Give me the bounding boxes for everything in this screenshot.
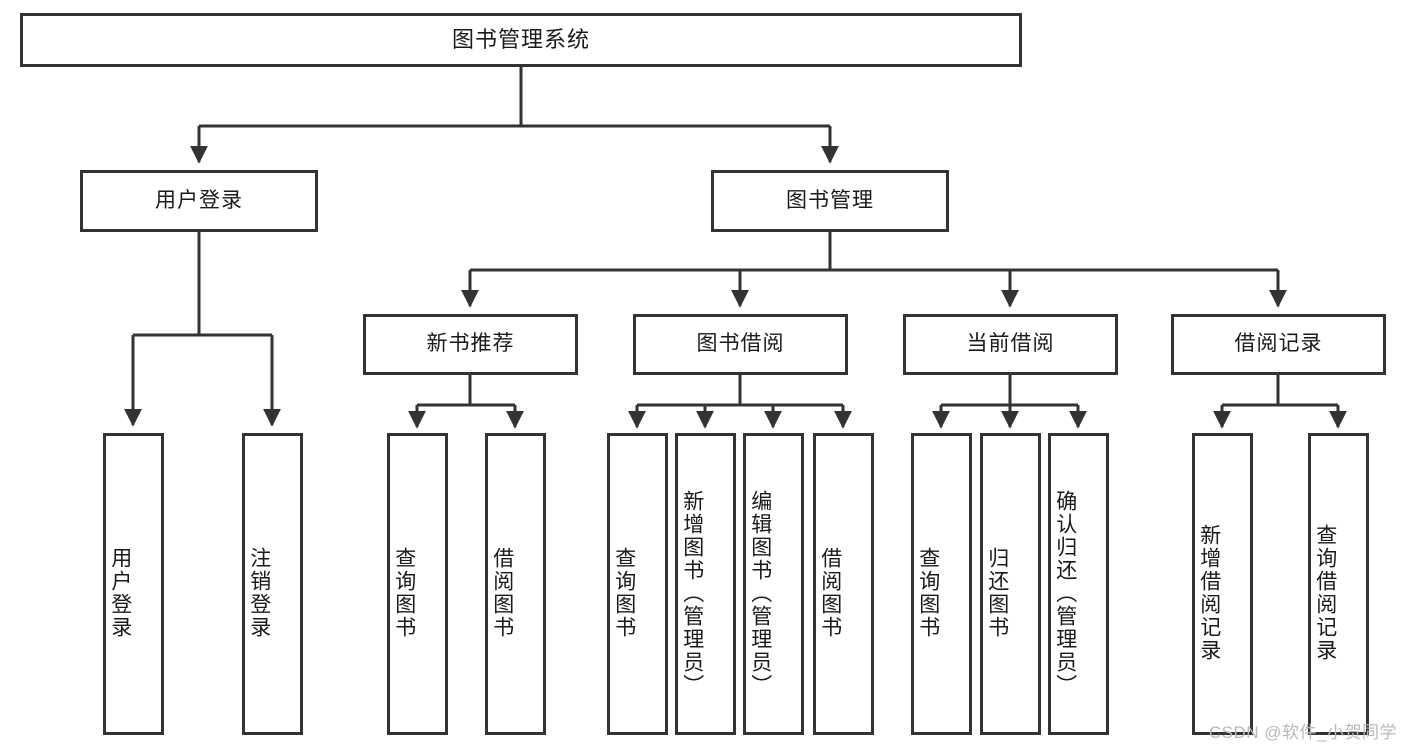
- leaf-current-borrow-return-label: 归还图书: [985, 547, 1009, 639]
- leaf-current-borrow-query[interactable]: 查询图书: [911, 433, 972, 735]
- leaf-book-borrow-add-label: 新增图书（管理员）: [680, 489, 704, 697]
- node-book-borrow-label: 图书借阅: [696, 332, 785, 356]
- node-current-borrow[interactable]: 当前借阅: [903, 314, 1118, 375]
- node-root[interactable]: 图书管理系统: [20, 13, 1022, 67]
- leaf-user-login-login-label: 用户登录: [108, 547, 132, 639]
- node-borrow-record[interactable]: 借阅记录: [1171, 314, 1386, 375]
- node-new-book-recommend-label: 新书推荐: [426, 332, 515, 356]
- leaf-current-borrow-return[interactable]: 归还图书: [980, 433, 1041, 735]
- node-book-management-label: 图书管理: [786, 188, 874, 212]
- leaf-book-borrow-edit-label: 编辑图书（管理员）: [748, 489, 772, 697]
- leaf-current-borrow-confirm-label: 确认归还（管理员）: [1053, 489, 1077, 697]
- node-user-login-label: 用户登录: [155, 188, 243, 212]
- leaf-book-borrow-query-label: 查询图书: [612, 547, 636, 639]
- node-user-login[interactable]: 用户登录: [80, 170, 318, 232]
- leaf-borrow-record-add-label: 新增借阅记录: [1197, 524, 1221, 662]
- leaf-borrow-record-query[interactable]: 查询借阅记录: [1308, 433, 1369, 735]
- leaf-book-borrow-query[interactable]: 查询图书: [607, 433, 668, 735]
- leaf-book-borrow-edit[interactable]: 编辑图书（管理员）: [743, 433, 804, 735]
- leaf-new-book-query[interactable]: 查询图书: [387, 433, 448, 735]
- leaf-new-book-borrow-label: 借阅图书: [490, 547, 514, 639]
- leaf-current-borrow-confirm[interactable]: 确认归还（管理员）: [1048, 433, 1109, 735]
- leaf-book-borrow-add[interactable]: 新增图书（管理员）: [675, 433, 736, 735]
- leaf-user-login-logout[interactable]: 注销登录: [242, 433, 303, 735]
- leaf-current-borrow-query-label: 查询图书: [916, 547, 940, 639]
- node-book-borrow[interactable]: 图书借阅: [633, 314, 848, 375]
- leaf-new-book-query-label: 查询图书: [392, 547, 416, 639]
- leaf-user-login-logout-label: 注销登录: [247, 547, 271, 639]
- node-borrow-record-label: 借阅记录: [1234, 332, 1323, 356]
- leaf-new-book-borrow[interactable]: 借阅图书: [485, 433, 546, 735]
- node-new-book-recommend[interactable]: 新书推荐: [363, 314, 578, 375]
- leaf-book-borrow-borrow[interactable]: 借阅图书: [813, 433, 874, 735]
- leaf-borrow-record-query-label: 查询借阅记录: [1313, 524, 1337, 662]
- leaf-borrow-record-add[interactable]: 新增借阅记录: [1192, 433, 1253, 735]
- node-current-borrow-label: 当前借阅: [966, 332, 1055, 356]
- node-root-label: 图书管理系统: [451, 27, 590, 53]
- node-book-management[interactable]: 图书管理: [711, 170, 949, 232]
- leaf-user-login-login[interactable]: 用户登录: [103, 433, 164, 735]
- leaf-book-borrow-borrow-label: 借阅图书: [818, 547, 842, 639]
